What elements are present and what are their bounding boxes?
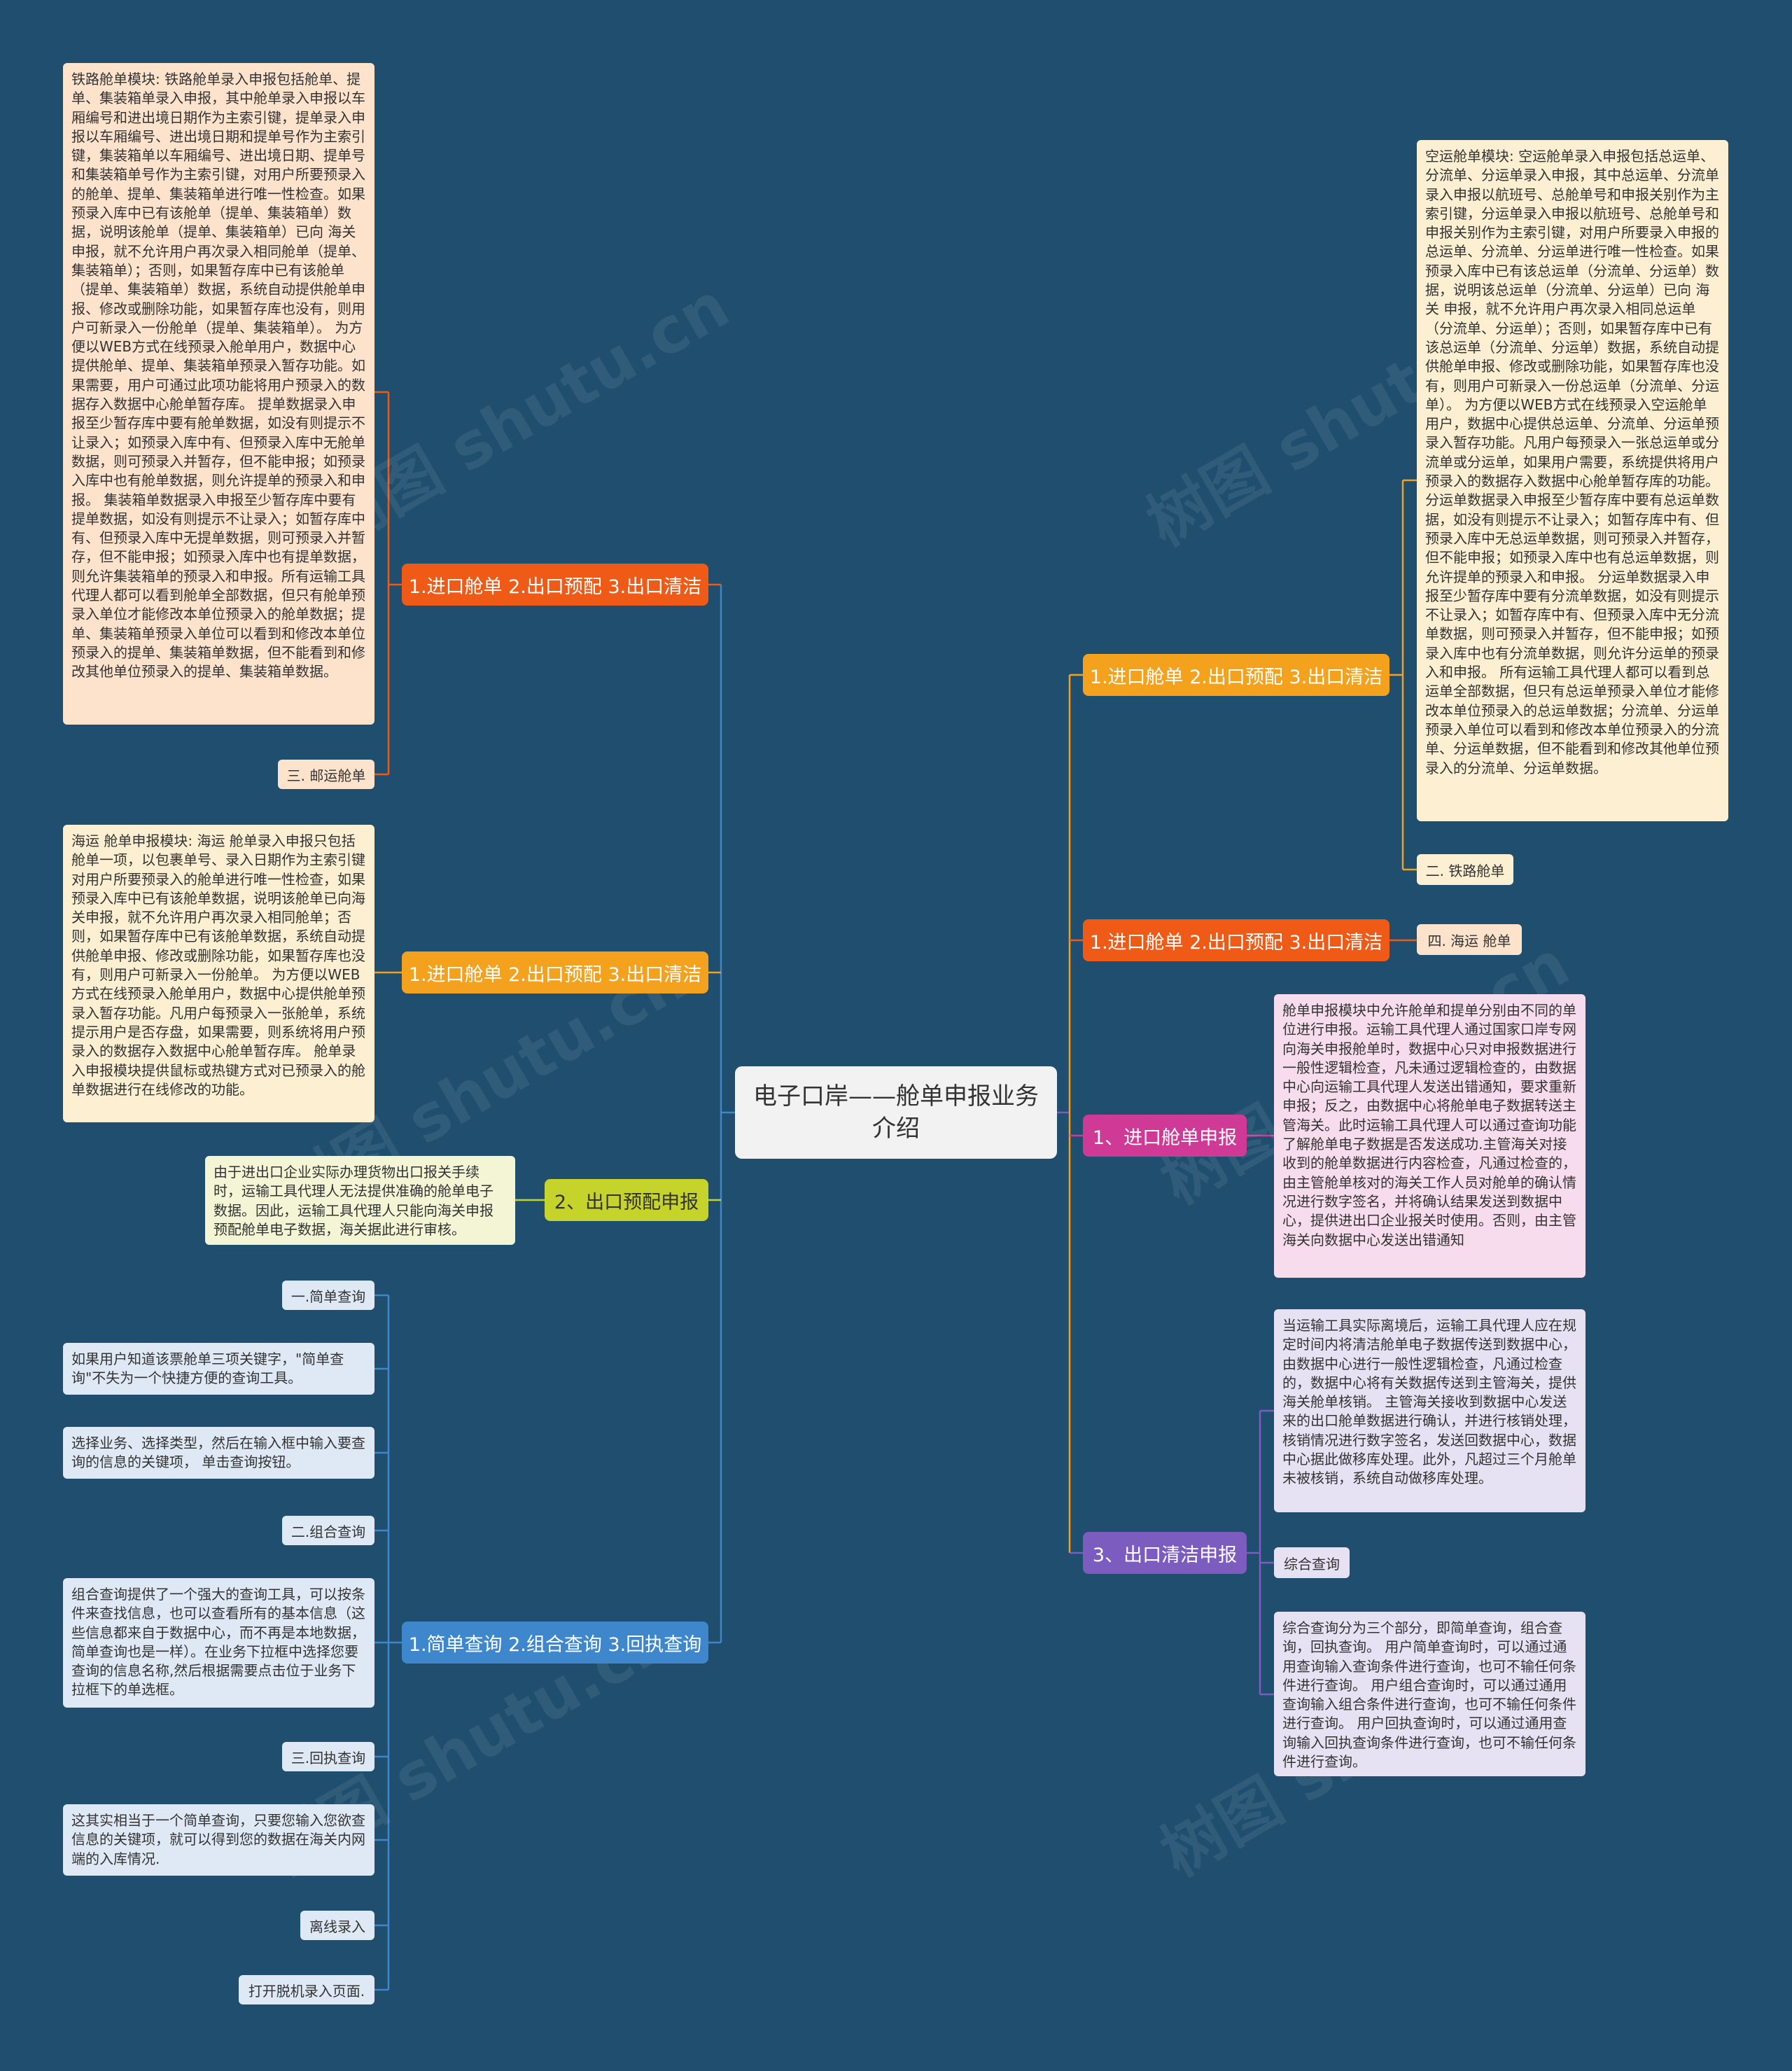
link-right-4-children <box>1247 1409 1274 1696</box>
link-left-4-children <box>374 1294 402 1991</box>
right-branch-4-query-detail: 综合查询分为三个部分，即简单查询，组合查询，回执查询。 用户简单查询时，可以通过… <box>1274 1612 1586 1776</box>
query-receipt-desc: 这其实相当于一个简单查询，只要您输入您欲查信息的关键项，就可以得到您的数据在海关… <box>63 1804 374 1876</box>
right-branch-4[interactable]: 3、出口清洁申报 <box>1083 1532 1247 1574</box>
query-receipt-label[interactable]: 三.回执查询 <box>282 1742 374 1771</box>
right-branch-3-detail: 舱单申报模块中允许舱单和提单分别由不同的单位进行申报。运输工具代理人通过国家口岸… <box>1274 994 1586 1278</box>
right-branch-1[interactable]: 1.进口舱单 2.出口预配 3.出口清洁 <box>1083 654 1390 696</box>
query-combined-label[interactable]: 二.组合查询 <box>282 1516 374 1545</box>
link-right-1-children <box>1390 479 1417 871</box>
right-branch-3[interactable]: 1、进口舱单申报 <box>1083 1115 1247 1157</box>
query-simple-desc: 如果用户知道该票舱单三项关键字，"简单查询"不失为一个快捷方便的查询工具。 <box>63 1343 374 1395</box>
right-branch-2[interactable]: 1.进口舱单 2.出口预配 3.出口清洁 <box>1083 919 1390 961</box>
left-branch-1[interactable]: 1.进口舱单 2.出口预配 3.出口清洁 <box>402 564 708 606</box>
left-branch-3-detail: 由于进出口企业实际办理货物出口报关手续时，运输工具代理人无法提供准确的舱单电子数… <box>205 1156 515 1245</box>
right-branch-1-detail: 空运舱单模块: 空运舱单录入申报包括总运单、分流单、分运单录入申报，其中总运单、… <box>1417 140 1728 821</box>
link-left-1-children <box>374 391 402 776</box>
left-branch-1-postal-label[interactable]: 三. 邮运舱单 <box>278 760 374 789</box>
right-branch-4-query-label[interactable]: 综合查询 <box>1274 1547 1350 1578</box>
left-branch-1-detail: 铁路舱单模块: 铁路舱单录入申报包括舱单、提单、集装箱单录入申报，其中舱单录入申… <box>63 63 374 725</box>
root-topic[interactable]: 电子口岸——舱单申报业务介绍 <box>735 1066 1057 1159</box>
right-branch-2-sea-label[interactable]: 四. 海运 舱单 <box>1417 924 1522 955</box>
query-simple-label[interactable]: 一.简单查询 <box>282 1281 374 1310</box>
right-branch-4-detail: 当运输工具实际离境后，运输工具代理人应在规定时间内将清洁舱单电子数据传送到数据中… <box>1274 1309 1586 1512</box>
open-offline-page-label[interactable]: 打开脱机录入页面. <box>239 1975 374 2004</box>
left-branch-2-detail: 海运 舱单申报模块: 海运 舱单录入申报只包括舱单一项，以包裹单号、录入日期作为… <box>63 825 374 1122</box>
left-branch-2[interactable]: 1.进口舱单 2.出口预配 3.出口清洁 <box>402 951 708 993</box>
offline-entry-label[interactable]: 离线录入 <box>300 1911 374 1940</box>
query-simple-steps: 选择业务、选择类型，然后在输入框中输入要查询的信息的关键项， 单击查询按钮。 <box>63 1427 374 1479</box>
query-combined-desc: 组合查询提供了一个强大的查询工具，可以按条件来查找信息，也可以查看所有的基本信息… <box>63 1578 374 1708</box>
left-branch-3[interactable]: 2、出口预配申报 <box>545 1179 708 1221</box>
left-branch-4[interactable]: 1.简单查询 2.组合查询 3.回执查询 <box>402 1622 708 1664</box>
right-branch-1-rail-label[interactable]: 二. 铁路舱单 <box>1417 854 1513 885</box>
